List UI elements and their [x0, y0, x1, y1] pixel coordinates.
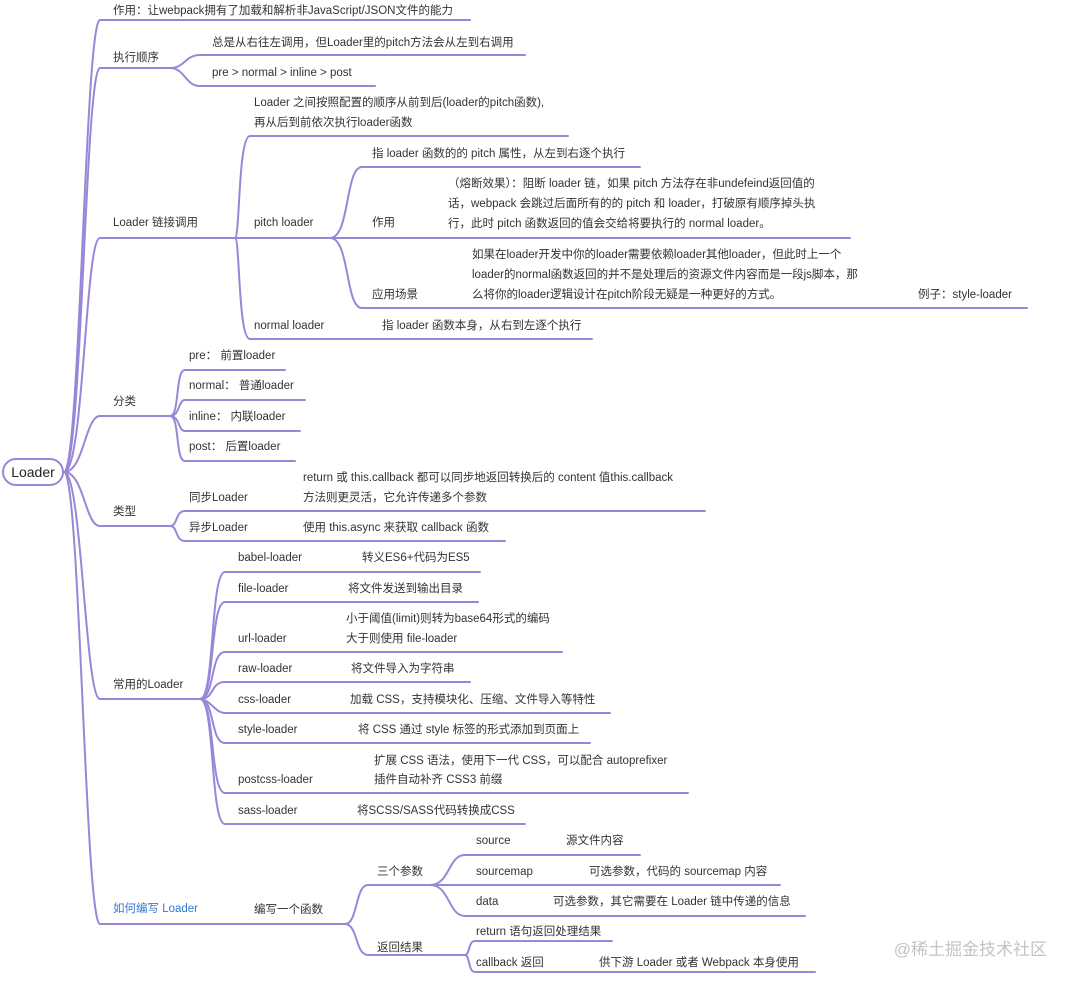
param-data-desc: 可选参数，其它需要在 Loader 链中传递的信息: [553, 896, 791, 908]
connector: [199, 698, 526, 825]
connector: [429, 884, 806, 917]
connector: [199, 601, 479, 700]
pitch-zuoyong-line-3: 行，此时 pitch 函数返回的值会交给将要执行的 normal loader。: [448, 218, 771, 230]
scenario-line-1: 如果在loader开发中你的loader需要依赖loader其他loader，但…: [472, 249, 842, 261]
return-statement: return 语句返回处理结果: [476, 926, 602, 938]
connector: [63, 19, 471, 473]
pitch-zuoyong-line-2: 话，webpack 会跳过后面所有的的 pitch 和 loader，打破原有顺…: [448, 198, 816, 210]
loader-raw[interactable]: raw-loader: [238, 663, 293, 675]
write-function[interactable]: 编写一个函数: [254, 904, 323, 916]
node-type[interactable]: 类型: [113, 506, 136, 518]
loader-style-desc: 将 CSS 通过 style 标签的形式添加到页面上: [358, 724, 580, 736]
type-sync-desc-1: return 或 this.callback 都可以同步地返回转换后的 cont…: [303, 472, 674, 484]
loader-file[interactable]: file-loader: [238, 583, 289, 595]
param-source: source: [476, 835, 511, 847]
category-normal: normal： 普通loader: [189, 380, 294, 392]
type-async[interactable]: 异步Loader: [189, 522, 248, 534]
connector: [234, 237, 593, 340]
connector: [199, 681, 471, 700]
node-write[interactable]: 如何编写 Loader: [113, 903, 199, 915]
category-inline: inline： 内联loader: [189, 411, 286, 423]
scenario-line-3: 么将你的loader逻辑设计在pitch阶段无疑是一种更好的方式。: [472, 289, 782, 301]
node-zuoyong[interactable]: 作用：让webpack拥有了加载和解析非JavaScript/JSON文件的能力: [113, 5, 453, 17]
normal-definition: 指 loader 函数本身，从右到左逐个执行: [382, 320, 582, 332]
connector: [329, 237, 1028, 309]
param-data: data: [476, 896, 499, 908]
node-pitch-scenario[interactable]: 应用场景: [372, 289, 418, 301]
chain-desc-2: 再从后到前依次执行loader函数: [254, 117, 413, 129]
loader-postcss-desc-2: 插件自动补齐 CSS3 前缀: [374, 774, 503, 786]
connector: [63, 67, 171, 473]
connector: [429, 854, 641, 886]
node-normal-loader[interactable]: normal loader: [254, 320, 325, 332]
return-callback: callback 返回: [476, 957, 544, 969]
loader-css[interactable]: css-loader: [238, 694, 292, 706]
write-return[interactable]: 返回结果: [377, 942, 423, 954]
loader-sass-desc: 将SCSS/SASS代码转换成CSS: [357, 805, 515, 817]
param-sourcemap: sourcemap: [476, 866, 533, 878]
loader-url-desc-1: 小于阈值(limit)则转为base64形式的编码: [346, 613, 550, 625]
connector: [63, 471, 236, 925]
connector: [63, 237, 236, 473]
loader-sass[interactable]: sass-loader: [238, 805, 298, 817]
connector: [169, 67, 376, 87]
connector: [344, 884, 431, 925]
connector: [63, 415, 171, 473]
watermark: @稀土掘金技术社区: [893, 940, 1047, 959]
order-rule-1: 总是从右往左调用，但Loader里的pitch方法会从左到右调用: [212, 37, 514, 49]
chain-desc-1: Loader 之间按照配置的顺序从前到后(loader的pitch函数),: [254, 97, 545, 109]
type-sync-desc-2: 方法则更灵活，它允许传递多个参数: [303, 492, 487, 504]
order-rule-2: pre > normal > inline > post: [212, 67, 352, 79]
scenario-example: 例子：style-loader: [918, 289, 1012, 301]
connector: [234, 135, 569, 239]
param-sourcemap-desc: 可选参数，代码的 sourcemap 内容: [589, 866, 768, 878]
category-post: post： 后置loader: [189, 441, 281, 453]
connector: [199, 698, 591, 744]
connector: [63, 471, 201, 700]
node-chain[interactable]: Loader 链接调用: [113, 217, 199, 229]
connector: [63, 471, 171, 527]
loader-babel-desc: 转义ES6+代码为ES5: [362, 552, 470, 564]
loader-raw-desc: 将文件导入为字符串: [351, 663, 455, 675]
connector: [464, 954, 816, 973]
loader-url-desc-2: 大于则使用 file-loader: [346, 633, 458, 645]
loader-css-desc: 加载 CSS，支持模块化、压缩、文件导入等特性: [350, 694, 596, 706]
loader-file-desc: 将文件发送到输出目录: [348, 583, 463, 595]
node-common[interactable]: 常用的Loader: [113, 679, 184, 691]
pitch-definition: 指 loader 函数的的 pitch 属性，从左到右逐个执行: [372, 148, 626, 160]
loader-style[interactable]: style-loader: [238, 724, 298, 736]
category-pre: pre： 前置loader: [189, 350, 276, 362]
connector: [344, 923, 466, 956]
connector: [169, 525, 506, 542]
pitch-zuoyong-line-1: （熔断效果）：阻断 loader 链，如果 pitch 方法存在非undefei…: [448, 178, 815, 190]
type-async-desc: 使用 this.async 来获取 callback 函数: [303, 522, 489, 534]
loader-url[interactable]: url-loader: [238, 633, 287, 645]
scenario-line-2: loader的normal函数返回的并不是处理后的资源文件内容而是一段js脚本，…: [472, 269, 858, 281]
loader-babel[interactable]: babel-loader: [238, 552, 302, 564]
node-pitch-zuoyong[interactable]: 作用: [372, 217, 395, 229]
loader-postcss[interactable]: postcss-loader: [238, 774, 313, 786]
node-order[interactable]: 执行顺序: [113, 52, 159, 64]
connector: [329, 166, 641, 239]
write-params[interactable]: 三个参数: [377, 866, 423, 878]
type-sync[interactable]: 同步Loader: [189, 492, 248, 504]
root-node[interactable]: Loader: [2, 458, 64, 486]
connector: [464, 940, 613, 956]
param-source-desc: 源文件内容: [566, 835, 624, 847]
node-category[interactable]: 分类: [113, 396, 136, 408]
loader-postcss-desc-1: 扩展 CSS 语法，使用下一代 CSS，可以配合 autoprefixer: [374, 755, 668, 767]
return-callback-desc: 供下游 Loader 或者 Webpack 本身使用: [599, 957, 799, 969]
connector: [169, 415, 296, 462]
node-pitch-loader[interactable]: pitch loader: [254, 217, 314, 229]
